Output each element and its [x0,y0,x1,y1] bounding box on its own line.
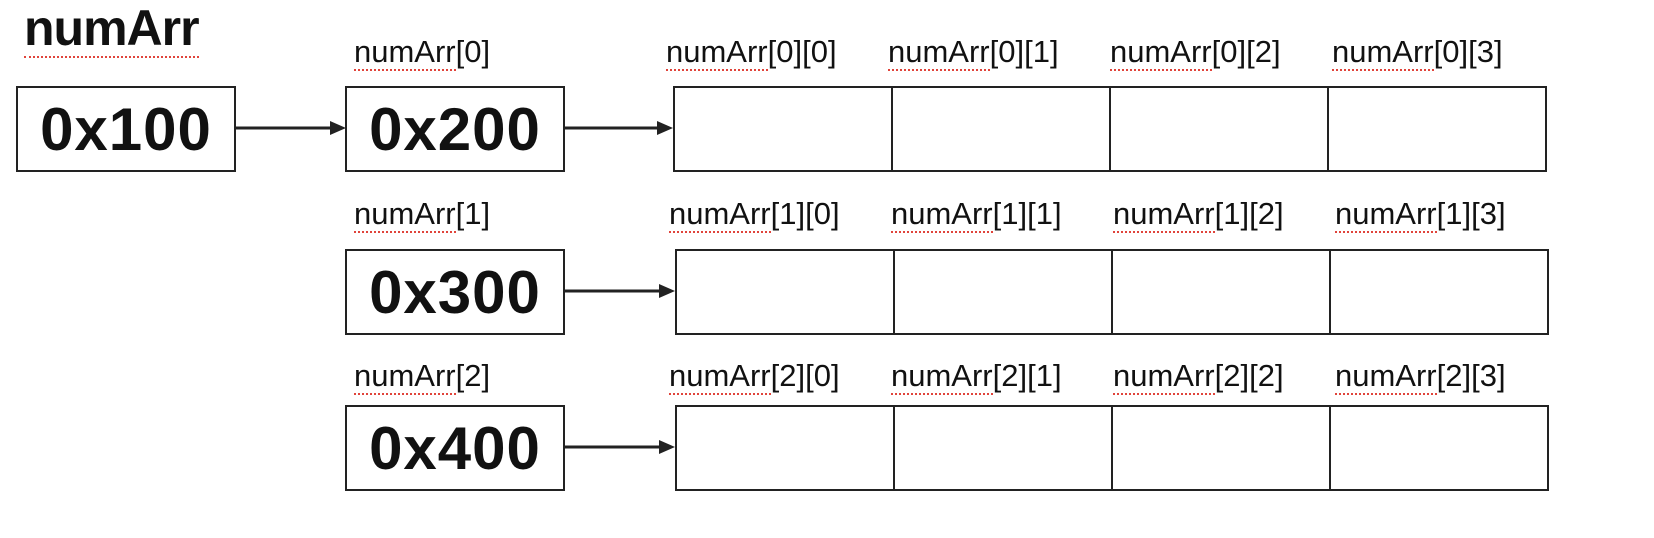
diagram-title-text: numArr [24,0,200,58]
row-pointer-box-2: 0x400 [345,405,565,491]
array-cell-2-3 [1329,405,1549,491]
row-label-0-text: numArr[0] [354,34,490,71]
row-pointer-box-0: 0x200 [345,86,565,172]
root-pointer-box: 0x100 [16,86,236,172]
array-cell-1-3 [1329,249,1549,335]
array-cell-1-2 [1111,249,1331,335]
cell-label-1-2: numArr[1][2] [1113,196,1284,233]
label-prefix: numArr [1335,358,1437,395]
label-prefix: numArr [888,34,990,71]
array-cell-2-2 [1111,405,1331,491]
cell-label-1-3: numArr[1][3] [1335,196,1506,233]
label-prefix: numArr [669,196,771,233]
label-index: [2][3] [1436,358,1506,393]
label-prefix: numArr [354,196,456,233]
arrow-row1-to-cells [565,284,675,298]
row-pointer-value-0: 0x200 [369,95,541,163]
arrow-row2-to-cells [565,440,675,454]
label-prefix: numArr [1113,196,1215,233]
label-index: [1][2] [1214,196,1284,231]
label-prefix: numArr [1332,34,1434,71]
label-index: [0][2] [1211,34,1281,69]
label-index: [2][0] [770,358,840,393]
diagram-title: numArr [24,0,200,58]
row-pointer-box-1: 0x300 [345,249,565,335]
cell-label-1-0: numArr[1][0] [669,196,840,233]
row-label-1: numArr[1] [354,196,490,233]
label-index: [2] [455,358,491,393]
array-cell-0-0 [673,86,893,172]
row-pointer-value-1: 0x300 [369,258,541,326]
label-index: [0][3] [1433,34,1503,69]
array-cell-1-1 [893,249,1113,335]
label-index: [1][3] [1436,196,1506,231]
label-index: [0] [455,34,491,69]
array-cell-0-2 [1109,86,1329,172]
label-prefix: numArr [1335,196,1437,233]
array-cell-2-1 [893,405,1113,491]
array-cell-1-0 [675,249,895,335]
array-cell-0-3 [1327,86,1547,172]
cell-label-0-2: numArr[0][2] [1110,34,1281,71]
arrow-row0-to-cells [565,121,673,135]
label-index: [0][1] [989,34,1059,69]
label-index: [0][0] [767,34,837,69]
cell-label-0-1: numArr[0][1] [888,34,1059,71]
row-label-0: numArr[0] [354,34,490,71]
cell-label-2-3: numArr[2][3] [1335,358,1506,395]
label-prefix: numArr [669,358,771,395]
label-prefix: numArr [891,358,993,395]
label-prefix: numArr [354,358,456,395]
cell-label-2-1: numArr[2][1] [891,358,1062,395]
cell-label-0-3: numArr[0][3] [1332,34,1503,71]
cell-label-2-2: numArr[2][2] [1113,358,1284,395]
root-pointer-value: 0x100 [40,95,212,163]
row-label-2: numArr[2] [354,358,490,395]
label-prefix: numArr [1110,34,1212,71]
label-prefix: numArr [354,34,456,71]
arrow-root-to-row0 [236,121,346,135]
cell-label-2-0: numArr[2][0] [669,358,840,395]
row-pointer-value-2: 0x400 [369,414,541,482]
label-prefix: numArr [666,34,768,71]
array-cell-0-1 [891,86,1111,172]
label-index: [2][1] [992,358,1062,393]
label-index: [1][1] [992,196,1062,231]
label-index: [1][0] [770,196,840,231]
row-label-1-text: numArr[1] [354,196,490,233]
label-index: [1] [455,196,491,231]
label-index: [2][2] [1214,358,1284,393]
label-prefix: numArr [1113,358,1215,395]
label-prefix: numArr [891,196,993,233]
cell-label-1-1: numArr[1][1] [891,196,1062,233]
array-cell-2-0 [675,405,895,491]
cell-label-0-0: numArr[0][0] [666,34,837,71]
row-label-2-text: numArr[2] [354,358,490,395]
